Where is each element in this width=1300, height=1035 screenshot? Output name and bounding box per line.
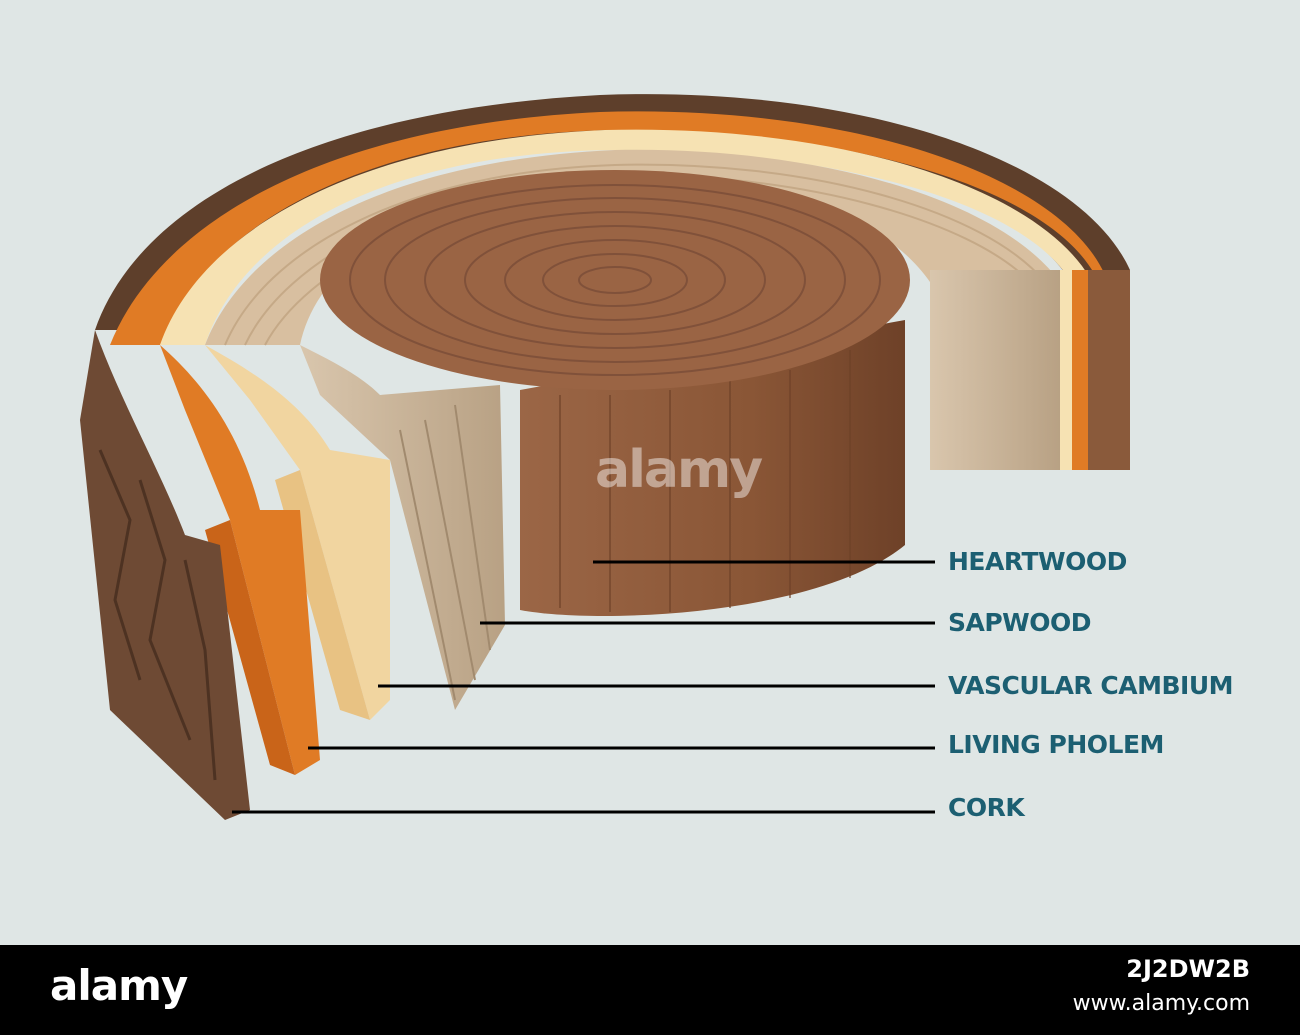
leader-lines (232, 560, 935, 814)
sapwood-side-right (930, 270, 1060, 470)
footer-logo: alamy (50, 961, 188, 1010)
label-heartwood: HEARTWOOD (948, 547, 1127, 576)
heartwood-cylinder (320, 170, 910, 617)
living-pholem-strip (160, 345, 320, 775)
label-cork: CORK (948, 793, 1025, 822)
label-vascular-cambium: VASCULAR CAMBIUM (948, 671, 1234, 700)
footer-url: www.alamy.com (1072, 991, 1250, 1016)
sapwood-strip (300, 345, 505, 710)
label-sapwood: SAPWOOD (948, 608, 1092, 637)
footer-bar: alamy 2J2DW2B www.alamy.com (0, 945, 1300, 1035)
cork-strip (80, 330, 250, 820)
footer-image-id: 2J2DW2B (1126, 955, 1250, 983)
label-living-pholem: LIVING PHOLEM (948, 730, 1164, 759)
tree-trunk-cross-section (80, 94, 1130, 820)
